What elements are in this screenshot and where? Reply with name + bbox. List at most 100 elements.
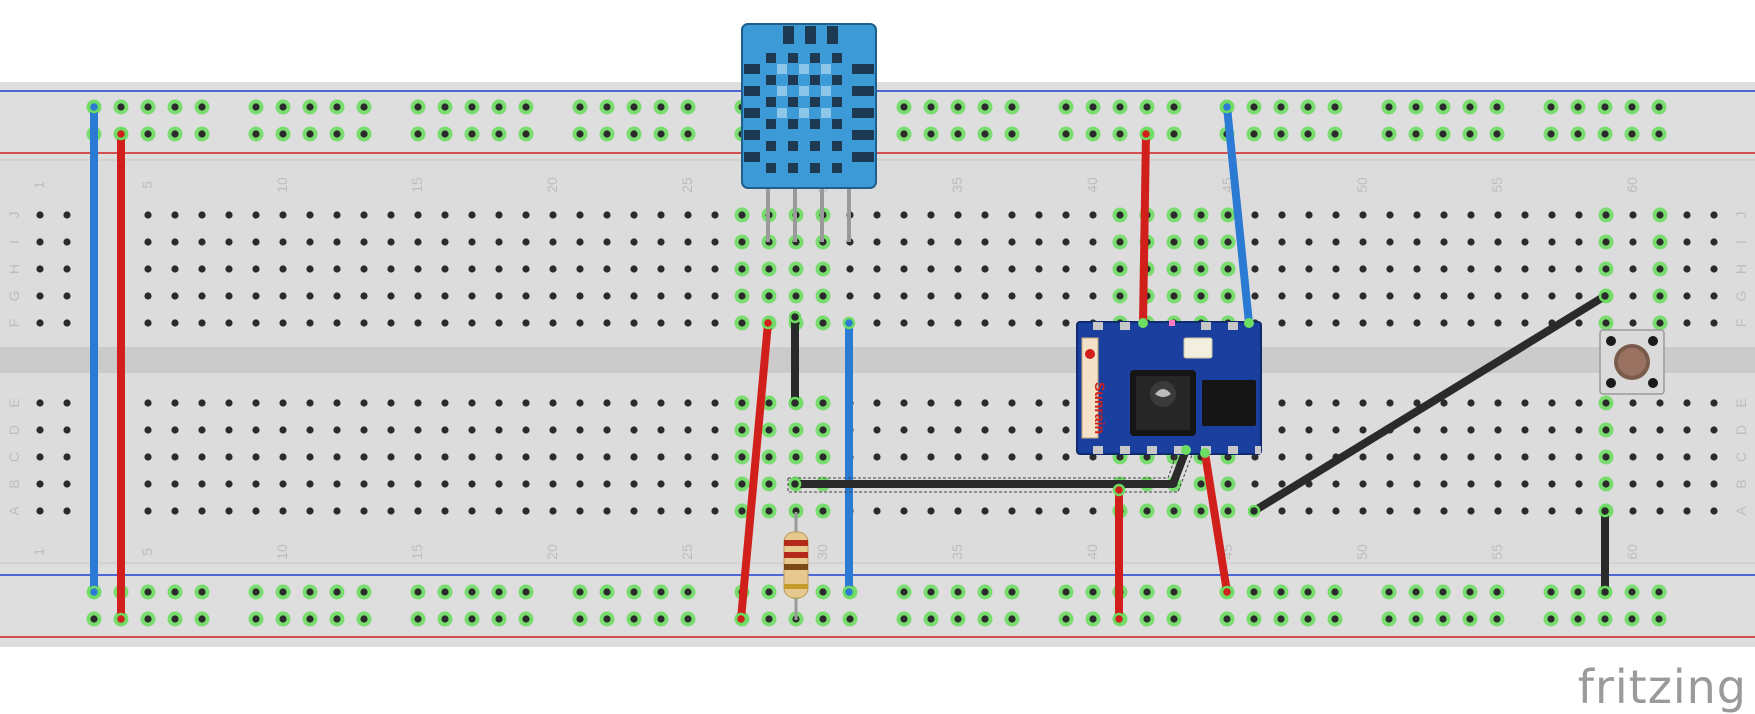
hole[interactable] bbox=[711, 265, 719, 273]
hole[interactable] bbox=[1467, 292, 1475, 300]
hole[interactable] bbox=[900, 588, 908, 596]
hole[interactable] bbox=[1521, 238, 1529, 246]
hole[interactable] bbox=[684, 426, 692, 434]
hole[interactable] bbox=[441, 480, 449, 488]
hole[interactable] bbox=[225, 238, 233, 246]
hole[interactable] bbox=[252, 319, 260, 327]
hole[interactable] bbox=[711, 211, 719, 219]
hole[interactable] bbox=[1197, 265, 1205, 273]
hole[interactable] bbox=[927, 399, 935, 407]
hole[interactable] bbox=[171, 238, 179, 246]
hole[interactable] bbox=[360, 507, 368, 515]
hole[interactable] bbox=[765, 426, 773, 434]
hole[interactable] bbox=[468, 588, 476, 596]
hole[interactable] bbox=[1521, 265, 1529, 273]
hole[interactable] bbox=[1548, 507, 1556, 515]
hole[interactable] bbox=[387, 426, 395, 434]
hole[interactable] bbox=[441, 319, 449, 327]
hole[interactable] bbox=[1467, 238, 1475, 246]
hole[interactable] bbox=[1008, 211, 1016, 219]
hole[interactable] bbox=[1089, 588, 1097, 596]
push-button[interactable] bbox=[1599, 329, 1665, 395]
hole[interactable] bbox=[468, 265, 476, 273]
hole[interactable] bbox=[198, 130, 206, 138]
hole[interactable] bbox=[900, 507, 908, 515]
hole[interactable] bbox=[468, 292, 476, 300]
hole[interactable] bbox=[873, 399, 881, 407]
hole[interactable] bbox=[1547, 103, 1555, 111]
hole[interactable] bbox=[1278, 426, 1286, 434]
hole[interactable] bbox=[1116, 130, 1124, 138]
hole[interactable] bbox=[252, 238, 260, 246]
hole[interactable] bbox=[1466, 130, 1474, 138]
hole[interactable] bbox=[657, 615, 665, 623]
hole[interactable] bbox=[1143, 103, 1151, 111]
hole[interactable] bbox=[306, 319, 314, 327]
hole[interactable] bbox=[927, 426, 935, 434]
hole[interactable] bbox=[1413, 265, 1421, 273]
hole[interactable] bbox=[684, 399, 692, 407]
hole[interactable] bbox=[1278, 480, 1286, 488]
hole[interactable] bbox=[279, 265, 287, 273]
hole[interactable] bbox=[603, 588, 611, 596]
hole[interactable] bbox=[765, 399, 773, 407]
hole[interactable] bbox=[549, 426, 557, 434]
hole[interactable] bbox=[900, 103, 908, 111]
hole[interactable] bbox=[981, 292, 989, 300]
hole[interactable] bbox=[1224, 265, 1232, 273]
hole[interactable] bbox=[1710, 211, 1718, 219]
hole[interactable] bbox=[630, 319, 638, 327]
hole[interactable] bbox=[1062, 588, 1070, 596]
hole[interactable] bbox=[1575, 292, 1583, 300]
hole[interactable] bbox=[1467, 211, 1475, 219]
hole[interactable] bbox=[279, 480, 287, 488]
hole[interactable] bbox=[684, 453, 692, 461]
hole[interactable] bbox=[1575, 319, 1583, 327]
hole[interactable] bbox=[171, 453, 179, 461]
hole[interactable] bbox=[1359, 238, 1367, 246]
hole[interactable] bbox=[1332, 399, 1340, 407]
hole[interactable] bbox=[1278, 265, 1286, 273]
hole[interactable] bbox=[198, 615, 206, 623]
hole[interactable] bbox=[927, 265, 935, 273]
hole[interactable] bbox=[792, 265, 800, 273]
hole[interactable] bbox=[1170, 103, 1178, 111]
hole[interactable] bbox=[954, 265, 962, 273]
hole[interactable] bbox=[144, 292, 152, 300]
hole[interactable] bbox=[1386, 265, 1394, 273]
hole[interactable] bbox=[1332, 238, 1340, 246]
hole[interactable] bbox=[1413, 399, 1421, 407]
hole[interactable] bbox=[1170, 238, 1178, 246]
hole[interactable] bbox=[630, 292, 638, 300]
hole[interactable] bbox=[1521, 399, 1529, 407]
hole[interactable] bbox=[765, 588, 773, 596]
hole[interactable] bbox=[873, 292, 881, 300]
hole[interactable] bbox=[1359, 426, 1367, 434]
hole[interactable] bbox=[684, 265, 692, 273]
hole[interactable] bbox=[657, 480, 665, 488]
hole[interactable] bbox=[603, 130, 611, 138]
hole[interactable] bbox=[1683, 480, 1691, 488]
hole[interactable] bbox=[1251, 480, 1259, 488]
hole[interactable] bbox=[1655, 130, 1663, 138]
hole[interactable] bbox=[1304, 588, 1312, 596]
hole[interactable] bbox=[873, 453, 881, 461]
hole[interactable] bbox=[495, 211, 503, 219]
hole[interactable] bbox=[198, 238, 206, 246]
hole[interactable] bbox=[63, 319, 71, 327]
hole[interactable] bbox=[522, 103, 530, 111]
hole[interactable] bbox=[1197, 507, 1205, 515]
hole[interactable] bbox=[630, 265, 638, 273]
hole[interactable] bbox=[63, 292, 71, 300]
hole[interactable] bbox=[468, 399, 476, 407]
hole[interactable] bbox=[1547, 588, 1555, 596]
hole[interactable] bbox=[873, 319, 881, 327]
hole[interactable] bbox=[1035, 211, 1043, 219]
hole[interactable] bbox=[1385, 588, 1393, 596]
hole[interactable] bbox=[981, 130, 989, 138]
hole[interactable] bbox=[1305, 399, 1313, 407]
hole[interactable] bbox=[333, 319, 341, 327]
hole[interactable] bbox=[522, 480, 530, 488]
hole[interactable] bbox=[1304, 103, 1312, 111]
hole[interactable] bbox=[468, 480, 476, 488]
